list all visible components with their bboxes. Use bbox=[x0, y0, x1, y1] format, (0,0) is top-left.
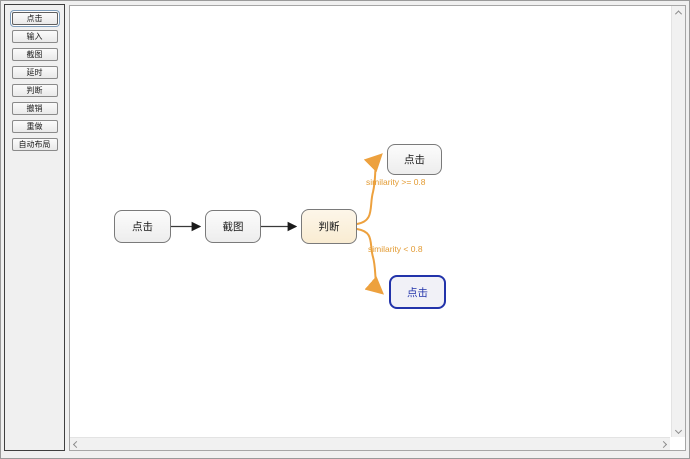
toolbar-sidebar: 点击 输入 截图 延时 判断 撤销 重做 自动布局 bbox=[4, 4, 65, 451]
tool-button-screenshot[interactable]: 截图 bbox=[11, 48, 58, 61]
scroll-up-icon[interactable] bbox=[672, 6, 685, 19]
flow-node-click-true[interactable]: 点击 bbox=[387, 144, 442, 175]
edge-judge-false-branch[interactable] bbox=[356, 228, 385, 295]
scroll-down-icon[interactable] bbox=[672, 424, 685, 437]
flow-node-click-false-selected[interactable]: 点击 bbox=[389, 275, 446, 309]
scroll-right-icon[interactable] bbox=[657, 438, 670, 451]
flow-canvas[interactable]: 点击 截图 判断 点击 点击 similarity >= 0.8 similar… bbox=[69, 5, 686, 451]
vertical-scrollbar[interactable] bbox=[671, 6, 685, 437]
tool-button-click[interactable]: 点击 bbox=[11, 12, 58, 25]
scroll-left-icon[interactable] bbox=[70, 438, 83, 451]
flow-node-click-start[interactable]: 点击 bbox=[114, 210, 171, 243]
tool-button-auto-layout[interactable]: 自动布局 bbox=[11, 138, 58, 151]
tool-button-delay[interactable]: 延时 bbox=[11, 66, 58, 79]
flow-node-screenshot[interactable]: 截图 bbox=[205, 210, 261, 243]
tool-button-input[interactable]: 输入 bbox=[11, 30, 58, 43]
horizontal-scrollbar[interactable] bbox=[70, 437, 670, 450]
tool-button-redo[interactable]: 重做 bbox=[11, 120, 58, 133]
flow-edges-layer bbox=[171, 153, 385, 295]
tool-button-judge[interactable]: 判断 bbox=[11, 84, 58, 97]
edge-label-similarity-high: similarity >= 0.8 bbox=[366, 177, 426, 187]
edge-judge-true-branch[interactable] bbox=[356, 153, 383, 225]
tool-button-undo[interactable]: 撤销 bbox=[11, 102, 58, 115]
edge-label-similarity-low: similarity < 0.8 bbox=[368, 244, 423, 254]
flow-node-judge[interactable]: 判断 bbox=[301, 209, 357, 244]
